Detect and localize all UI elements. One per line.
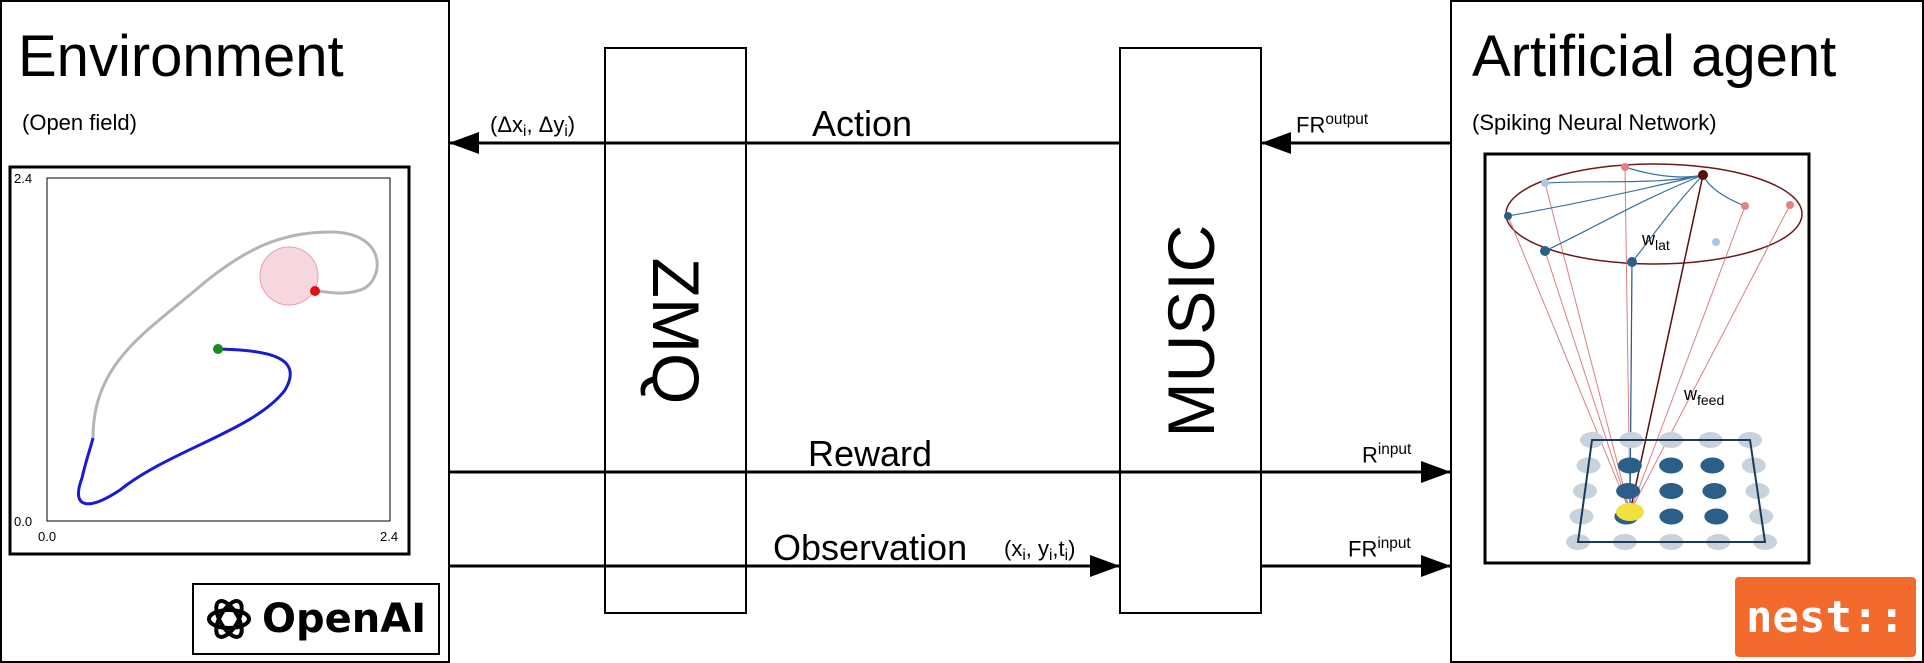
- plot-x-right-tick: 2.4: [380, 529, 398, 544]
- input-neuron: [1659, 508, 1684, 525]
- trajectory-gray: [91, 230, 379, 439]
- action-label: Action: [812, 103, 913, 144]
- network-frame: [1483, 152, 1811, 565]
- input-neuron: [1616, 483, 1641, 499]
- trajectory-blue: [76, 347, 292, 506]
- plot-y-bottom-tick: 0.0: [14, 514, 32, 529]
- lateral-neurons: [1504, 163, 1794, 267]
- input-neuron: [1617, 457, 1642, 474]
- agent-subtitle: (Spiking Neural Network): [1472, 110, 1717, 135]
- input-neuron: [1700, 457, 1725, 474]
- r-input-label: Rinput: [1362, 441, 1412, 468]
- input-neuron: [1659, 457, 1684, 474]
- fr-output-label: FRoutput: [1296, 111, 1369, 138]
- trajectory-end-point: [310, 286, 320, 296]
- environment-subtitle: (Open field): [22, 110, 137, 135]
- goal-zone: [259, 246, 319, 306]
- openai-knot-icon: [207, 599, 251, 639]
- agent-title: Artificial agent: [1472, 24, 1837, 89]
- w-lat-label: wlat: [1641, 229, 1670, 253]
- input-grid-outline: [1576, 439, 1767, 543]
- plot-x-left-tick: 0.0: [38, 529, 56, 544]
- nest-logo: nest::: [1735, 577, 1916, 657]
- w-feed-label: wfeed: [1683, 384, 1724, 408]
- plot-y-top-tick: 2.4: [14, 171, 32, 186]
- trajectory-start-point: [213, 344, 223, 354]
- environment-title: Environment: [18, 24, 344, 89]
- input-neuron: [1659, 483, 1684, 499]
- fr-input-label: FRinput: [1348, 535, 1411, 562]
- feedforward-dark-line: [1629, 174, 1704, 513]
- active-input-neuron: [1616, 503, 1644, 521]
- observation-label: Observation: [773, 527, 968, 568]
- openai-logo-text: OpenAI: [262, 596, 427, 642]
- music-block: MUSIC: [1119, 47, 1262, 614]
- input-neuron: [1704, 508, 1729, 525]
- openai-logo: OpenAI: [192, 583, 440, 655]
- reward-label: Reward: [808, 433, 933, 474]
- action-variables: (Δxi, Δyi): [490, 112, 576, 140]
- observation-variables: (xi, yi,ti): [1004, 536, 1076, 564]
- input-neuron: [1702, 483, 1727, 499]
